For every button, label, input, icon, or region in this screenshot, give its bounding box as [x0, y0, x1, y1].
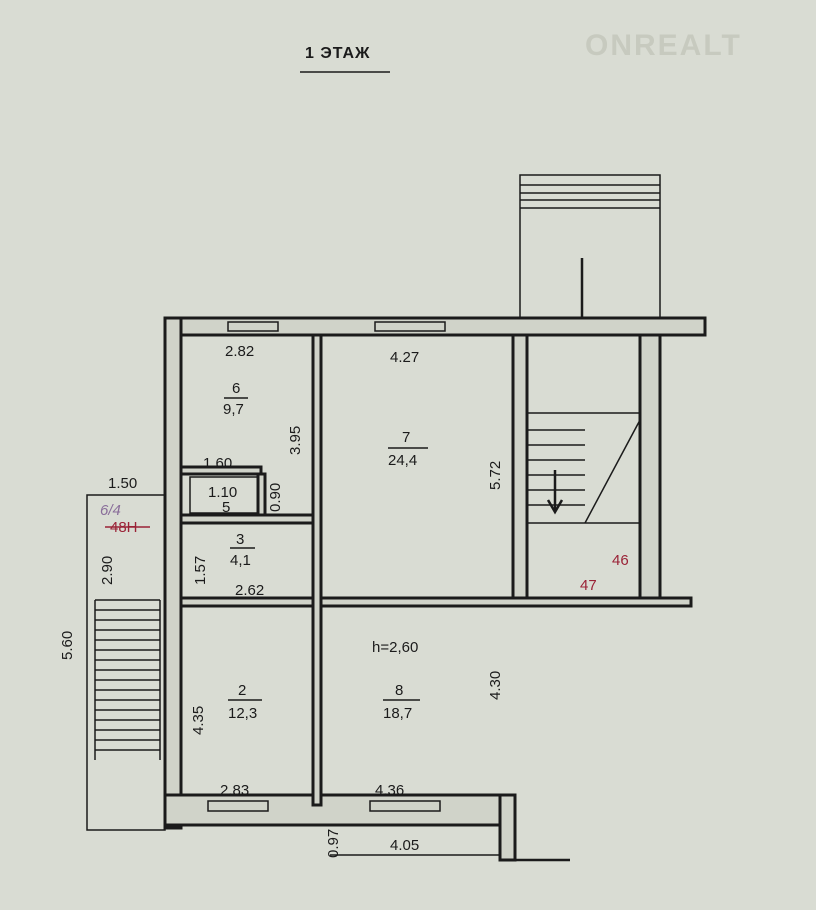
room-3: 3 4,1 [230, 531, 255, 569]
walls [163, 316, 707, 862]
mark-46: 46 [612, 552, 629, 569]
svg-text:4.05: 4.05 [390, 837, 419, 854]
handwritten-note: 6/4 [100, 502, 121, 519]
svg-text:1.60: 1.60 [203, 455, 232, 472]
svg-text:2.62: 2.62 [235, 582, 264, 599]
svg-text:12,3: 12,3 [228, 705, 257, 722]
svg-text:2.83: 2.83 [220, 782, 249, 799]
ceiling-height: h=2,60 [372, 639, 418, 656]
svg-text:0.90: 0.90 [267, 483, 284, 512]
room-6: 6 9,7 [223, 380, 248, 418]
mark-47: 47 [580, 577, 597, 594]
porch [86, 494, 500, 856]
svg-text:4.30: 4.30 [487, 671, 504, 700]
watermark: ONREALT [585, 29, 742, 62]
staircase [526, 412, 641, 524]
svg-text:5.60: 5.60 [59, 631, 76, 660]
svg-text:1.10: 1.10 [208, 484, 237, 501]
svg-text:2.90: 2.90 [99, 556, 116, 585]
svg-text:18,7: 18,7 [383, 705, 412, 722]
svg-text:5: 5 [222, 499, 230, 516]
dimension-labels: 2.82 4.27 3.95 5.72 1.60 1.10 0.90 1.50 … [59, 343, 504, 858]
svg-text:0.97: 0.97 [325, 829, 342, 858]
svg-text:2.82: 2.82 [225, 343, 254, 360]
svg-text:5.72: 5.72 [487, 461, 504, 490]
svg-text:6: 6 [232, 380, 240, 397]
svg-text:4.27: 4.27 [390, 349, 419, 366]
svg-text:8: 8 [395, 682, 403, 699]
room-7: 7 24,4 [388, 429, 428, 469]
svg-text:2: 2 [238, 682, 246, 699]
room-5: 5 [222, 499, 230, 516]
room-2: 2 12,3 [228, 682, 262, 722]
svg-text:4,1: 4,1 [230, 552, 251, 569]
svg-text:24,4: 24,4 [388, 452, 417, 469]
floor-title: 1 ЭТАЖ [305, 45, 371, 62]
svg-text:1.57: 1.57 [192, 556, 209, 585]
svg-text:3.95: 3.95 [287, 426, 304, 455]
svg-text:3: 3 [236, 531, 244, 548]
entrance-canopy [519, 174, 661, 331]
room-8: 8 18,7 [383, 682, 420, 722]
svg-text:7: 7 [402, 429, 410, 446]
svg-text:9,7: 9,7 [223, 401, 244, 418]
svg-text:1.50: 1.50 [108, 475, 137, 492]
svg-text:4.35: 4.35 [190, 706, 207, 735]
svg-text:4.36: 4.36 [375, 782, 404, 799]
